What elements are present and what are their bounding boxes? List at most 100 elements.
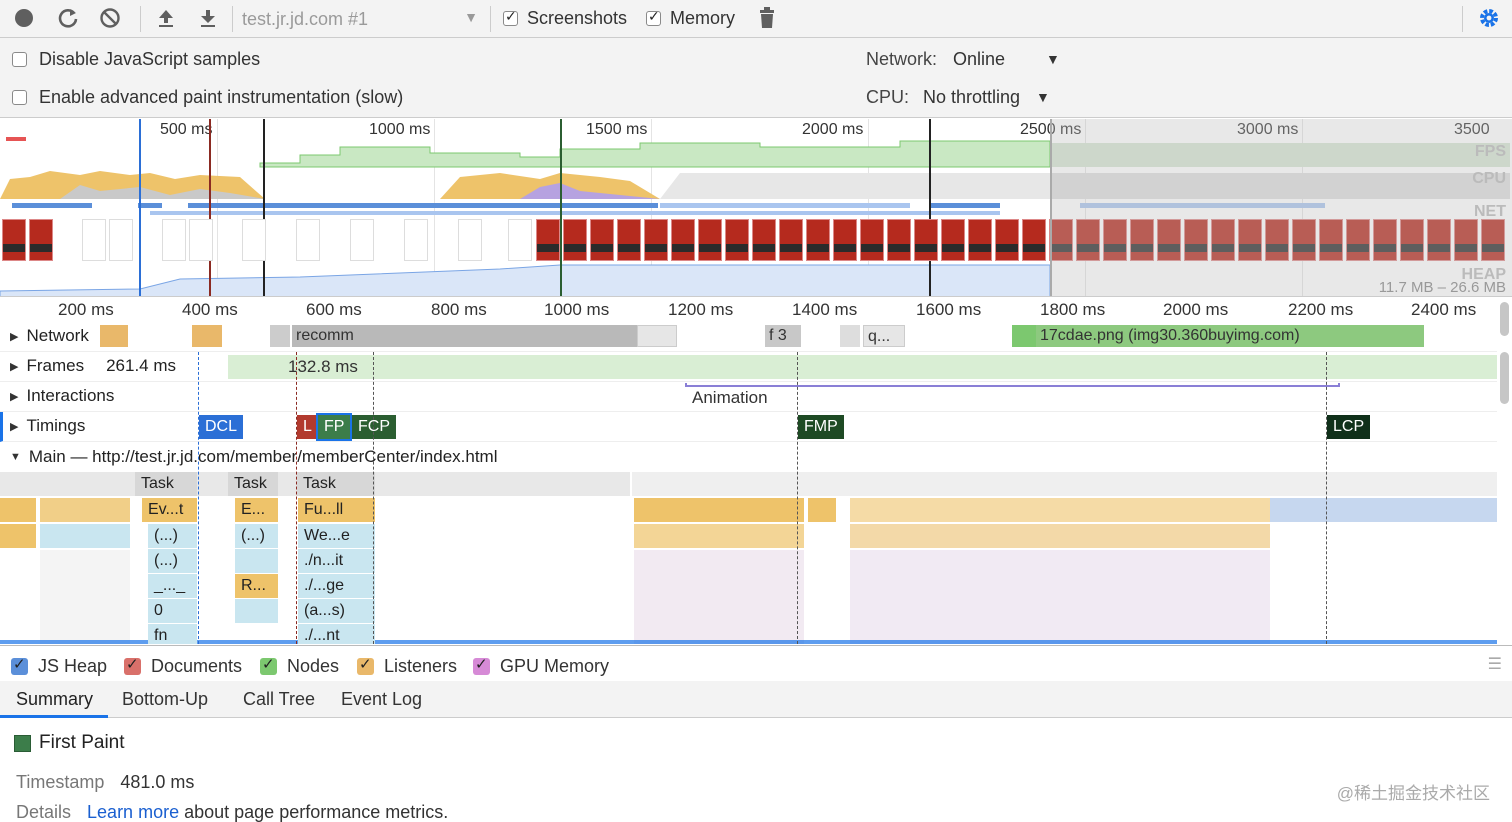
screenshot-thumbnail[interactable] bbox=[590, 219, 614, 261]
screenshot-thumbnail[interactable] bbox=[1481, 219, 1505, 261]
function-block[interactable]: ./...nt bbox=[298, 624, 375, 644]
frames-track[interactable]: ▶ Frames 261.4 ms 132.8 ms bbox=[0, 352, 1497, 382]
function-block[interactable] bbox=[235, 549, 278, 573]
load-marker[interactable]: L bbox=[297, 415, 318, 439]
drag-handle-icon[interactable]: ☰ bbox=[1487, 656, 1502, 673]
screenshot-thumbnail[interactable] bbox=[1319, 219, 1343, 261]
function-block[interactable]: R... bbox=[235, 574, 278, 598]
function-block[interactable]: 0 bbox=[148, 599, 197, 623]
screenshot-thumbnail[interactable] bbox=[779, 219, 803, 261]
function-block[interactable]: ./n...it bbox=[298, 549, 375, 573]
screenshot-thumbnail[interactable] bbox=[1211, 219, 1235, 261]
screenshot-thumbnail[interactable] bbox=[2, 219, 26, 261]
screenshot-thumbnail[interactable] bbox=[508, 219, 532, 261]
timeline-overview[interactable]: 500 ms 1000 ms 1500 ms 2000 ms 2500 ms 3… bbox=[0, 119, 1512, 297]
function-block[interactable]: (...) bbox=[235, 524, 278, 548]
network-request-bar[interactable] bbox=[840, 325, 860, 347]
screenshot-thumbnail[interactable] bbox=[296, 219, 320, 261]
screenshot-thumbnail[interactable] bbox=[242, 219, 266, 261]
chevron-down-icon[interactable]: ▼ bbox=[1046, 51, 1060, 67]
function-block[interactable]: (a...s) bbox=[298, 599, 375, 623]
task-block[interactable]: Task bbox=[135, 472, 197, 496]
screenshot-thumbnail[interactable] bbox=[941, 219, 965, 261]
network-request-bar[interactable] bbox=[270, 325, 290, 347]
screenshot-thumbnail[interactable] bbox=[109, 219, 133, 261]
screenshot-thumbnail[interactable] bbox=[671, 219, 695, 261]
screenshot-thumbnail[interactable] bbox=[1346, 219, 1370, 261]
screenshot-thumbnail[interactable] bbox=[189, 219, 213, 261]
upload-icon[interactable] bbox=[153, 5, 179, 31]
documents-checkbox[interactable]: Documents bbox=[124, 655, 242, 677]
main-track[interactable]: ▼ Main — http://test.jr.jd.com/member/me… bbox=[0, 443, 1497, 472]
screenshot-thumbnail[interactable] bbox=[350, 219, 374, 261]
network-request-bar[interactable]: 17cdae.png (img30.360buyimg.com) bbox=[1036, 325, 1424, 347]
tab-call-tree[interactable]: Call Tree bbox=[243, 689, 316, 709]
screenshot-thumbnail[interactable] bbox=[1373, 219, 1397, 261]
trash-icon[interactable] bbox=[754, 5, 780, 31]
screenshot-thumbnail[interactable] bbox=[968, 219, 992, 261]
main-track-header[interactable]: ▼ Main — http://test.jr.jd.com/member/me… bbox=[10, 447, 498, 467]
screenshot-thumbnail[interactable] bbox=[1022, 219, 1046, 261]
network-request-bar[interactable]: q... bbox=[863, 325, 905, 347]
screenshot-thumbnail[interactable] bbox=[1130, 219, 1154, 261]
screenshot-thumbnail[interactable] bbox=[887, 219, 911, 261]
screenshot-thumbnail[interactable] bbox=[1265, 219, 1289, 261]
network-request-bar[interactable]: f 3 bbox=[765, 325, 801, 347]
listeners-checkbox[interactable]: Listeners bbox=[357, 655, 457, 677]
disable-js-samples-checkbox[interactable]: Disable JavaScript samples bbox=[12, 49, 260, 70]
screenshot-thumbnail[interactable] bbox=[806, 219, 830, 261]
network-track-header[interactable]: ▶ Network bbox=[10, 326, 95, 346]
screenshot-thumbnail[interactable] bbox=[752, 219, 776, 261]
tracks-scrollbar[interactable] bbox=[1500, 352, 1509, 404]
screenshot-thumbnail[interactable] bbox=[1157, 219, 1181, 261]
profile-select[interactable]: test.jr.jd.com #1 ▼ bbox=[234, 6, 486, 32]
screenshot-thumbnail[interactable] bbox=[1103, 219, 1127, 261]
fp-marker[interactable]: FP bbox=[315, 413, 353, 441]
memory-checkbox[interactable]: Memory bbox=[646, 8, 735, 29]
screenshot-thumbnail[interactable] bbox=[1427, 219, 1451, 261]
screenshots-checkbox[interactable]: Screenshots bbox=[503, 8, 627, 29]
screenshot-thumbnail[interactable] bbox=[563, 219, 587, 261]
function-block[interactable]: Fu...ll bbox=[298, 498, 375, 522]
function-block[interactable]: We...e bbox=[298, 524, 375, 548]
chevron-down-icon[interactable]: ▼ bbox=[1036, 89, 1050, 105]
frames-track-header[interactable]: ▶ Frames 261.4 ms bbox=[10, 356, 176, 376]
network-track[interactable]: recomm f 3 q... 17cdae.png (img30.360buy… bbox=[0, 322, 1497, 352]
screenshot-thumbnail[interactable] bbox=[404, 219, 428, 261]
js-heap-checkbox[interactable]: JS Heap bbox=[11, 655, 107, 677]
screenshot-thumbnail[interactable] bbox=[1400, 219, 1424, 261]
network-request-bar[interactable]: recomm bbox=[292, 325, 637, 347]
record-icon[interactable] bbox=[11, 5, 37, 31]
function-block[interactable] bbox=[235, 599, 278, 623]
task-block[interactable]: Task bbox=[228, 472, 278, 496]
tab-summary[interactable]: Summary bbox=[16, 689, 94, 709]
tracks-scrollbar[interactable] bbox=[1500, 302, 1509, 336]
network-request-bar[interactable] bbox=[1012, 325, 1036, 347]
screenshot-thumbnail[interactable] bbox=[725, 219, 749, 261]
screenshot-thumbnail[interactable] bbox=[914, 219, 938, 261]
screenshot-thumbnail[interactable] bbox=[1049, 219, 1073, 261]
screenshot-thumbnail[interactable] bbox=[82, 219, 106, 261]
main-flame-chart[interactable]: Task Ev...t (...) (...) _..._ 0 fn Task … bbox=[0, 472, 1497, 644]
gpu-memory-checkbox[interactable]: GPU Memory bbox=[473, 655, 609, 677]
tab-bottom-up[interactable]: Bottom-Up bbox=[122, 689, 209, 709]
timings-track[interactable]: ▶ Timings DCL L FP FCP FMP LCP bbox=[0, 412, 1497, 442]
gear-icon[interactable] bbox=[1476, 5, 1502, 31]
screenshot-thumbnail[interactable] bbox=[995, 219, 1019, 261]
interactions-track[interactable]: ▶ Interactions Animation bbox=[0, 382, 1497, 412]
tab-event-log[interactable]: Event Log bbox=[341, 689, 423, 709]
reload-icon[interactable] bbox=[55, 5, 81, 31]
screenshot-thumbnail[interactable] bbox=[617, 219, 641, 261]
function-block[interactable]: (...) bbox=[148, 524, 197, 548]
frame-bar[interactable] bbox=[228, 355, 1497, 379]
animation-span[interactable] bbox=[685, 383, 1340, 387]
screenshot-thumbnail[interactable] bbox=[1184, 219, 1208, 261]
interactions-track-header[interactable]: ▶ Interactions bbox=[10, 386, 114, 406]
screenshot-thumbnail[interactable] bbox=[833, 219, 857, 261]
cpu-select[interactable]: No throttling bbox=[923, 87, 1021, 107]
clear-icon[interactable] bbox=[97, 5, 123, 31]
fmp-marker[interactable]: FMP bbox=[798, 415, 844, 439]
screenshot-thumbnail[interactable] bbox=[162, 219, 186, 261]
nodes-checkbox[interactable]: Nodes bbox=[260, 655, 339, 677]
lcp-marker[interactable]: LCP bbox=[1327, 415, 1371, 439]
